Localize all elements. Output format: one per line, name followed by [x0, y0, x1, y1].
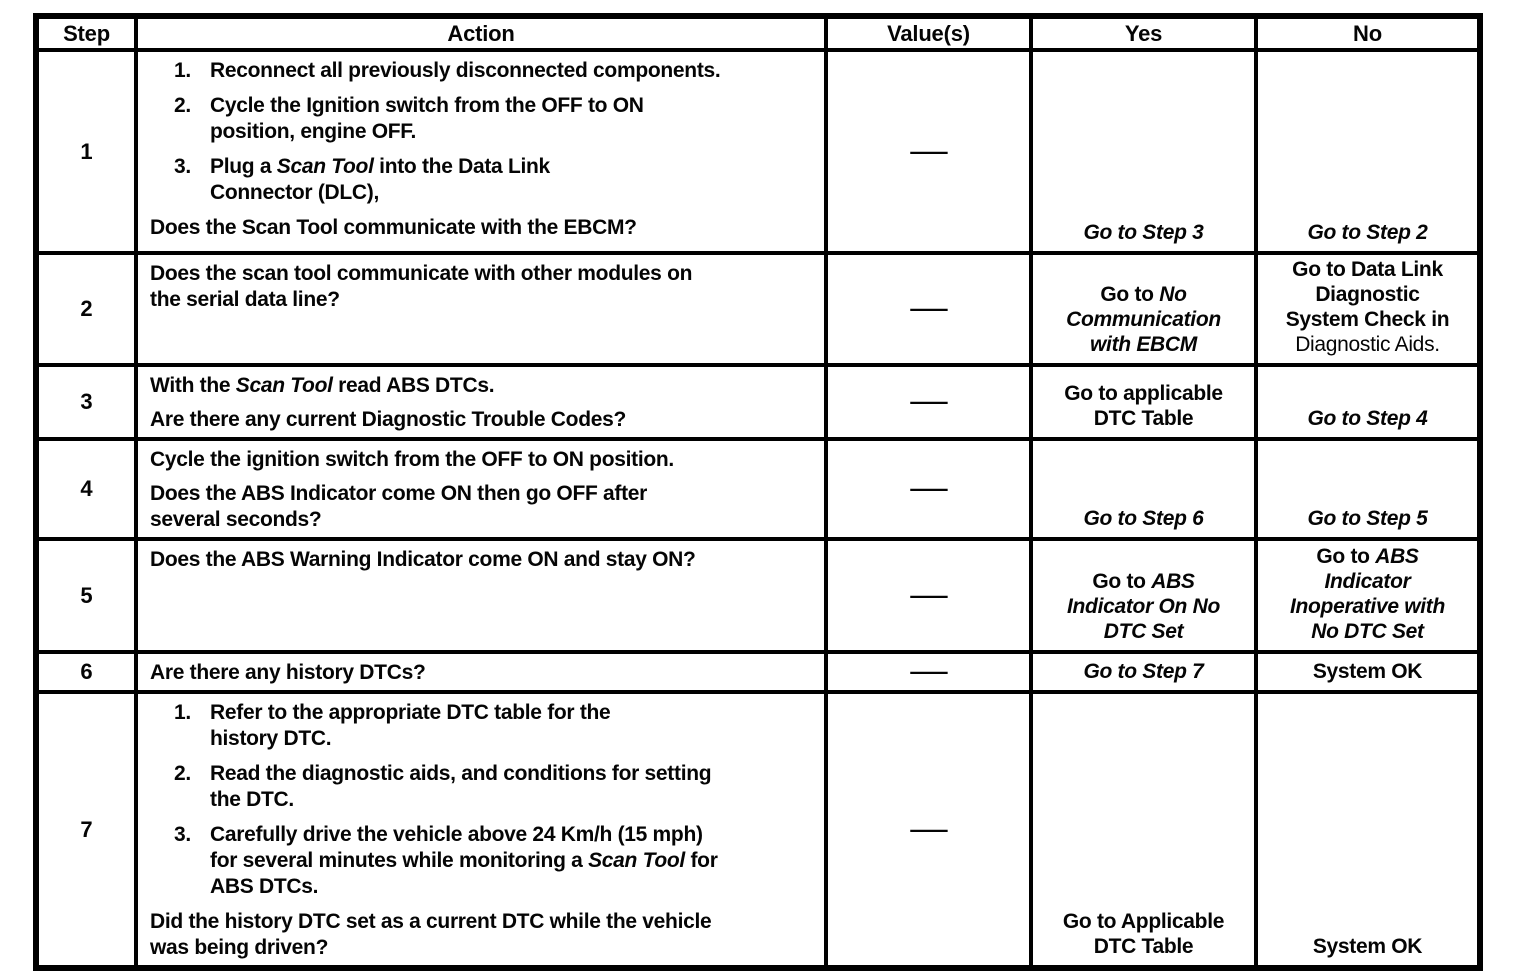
- yes-cell: Go to Step 6: [1029, 437, 1258, 541]
- value-dash: —: [909, 296, 948, 321]
- item-text: Reconnect all previously disconnected co…: [210, 59, 721, 82]
- action-cell: With the Scan Tool read ABS DTCs. Are th…: [134, 363, 828, 441]
- no-cell: System OK: [1254, 690, 1482, 970]
- item-number: 1.: [174, 59, 191, 82]
- action-item: 2. Read the diagnostic aids, and conditi…: [150, 761, 816, 813]
- value-cell: —: [824, 251, 1033, 367]
- action-paragraph: Are there any current Diagnostic Trouble…: [150, 408, 627, 431]
- action-paragraph: With the Scan Tool read ABS DTCs.: [150, 374, 495, 397]
- value-cell: —: [824, 690, 1033, 970]
- action-cell: Cycle the ignition switch from the OFF t…: [134, 437, 828, 541]
- value-dash: —: [909, 476, 948, 501]
- value-cell: —: [824, 650, 1033, 694]
- item-number: 1.: [174, 701, 191, 724]
- no-cell: Go to Step 4: [1254, 363, 1482, 441]
- action-question: Did the history DTC set as a current DTC…: [150, 910, 712, 959]
- header-row: Step Action Value(s) Yes No: [34, 14, 1482, 52]
- value-dash: —: [909, 659, 948, 684]
- action-cell: 1. Refer to the appropriate DTC table fo…: [134, 690, 828, 970]
- table-row: 6 Are there any history DTCs? — Go to St…: [34, 650, 1482, 694]
- step-cell: 6: [34, 650, 138, 694]
- value-dash: —: [909, 138, 948, 164]
- item-text: Refer to the appropriate DTC table for t…: [210, 701, 611, 750]
- item-number: 2.: [174, 762, 191, 785]
- item-text: Carefully drive the vehicle above 24 Km/…: [210, 823, 718, 898]
- item-number: 2.: [174, 94, 191, 117]
- value-dash: —: [909, 389, 948, 414]
- action-cell: Does the scan tool communicate with othe…: [134, 251, 828, 367]
- value-dash: —: [909, 816, 948, 842]
- item-number: 3.: [174, 823, 191, 846]
- step-cell: 4: [34, 437, 138, 541]
- action-paragraph: Cycle the ignition switch from the OFF t…: [150, 448, 674, 471]
- step-cell: 1: [34, 48, 138, 255]
- action-paragraph: Does the scan tool communicate with othe…: [150, 262, 693, 311]
- value-cell: —: [824, 437, 1033, 541]
- step-cell: 3: [34, 363, 138, 441]
- step-cell: 7: [34, 690, 138, 970]
- yes-cell: Go to Step 3: [1029, 48, 1258, 255]
- no-cell: Go to Step 2: [1254, 48, 1482, 255]
- action-item: 3. Carefully drive the vehicle above 24 …: [150, 822, 816, 900]
- action-item: 1. Refer to the appropriate DTC table fo…: [150, 700, 816, 752]
- no-cell: Go to Step 5: [1254, 437, 1482, 541]
- item-text: Read the diagnostic aids, and conditions…: [210, 762, 712, 811]
- item-number: 3.: [174, 155, 191, 178]
- action-paragraph: Are there any history DTCs?: [150, 661, 426, 684]
- table-row: 3 With the Scan Tool read ABS DTCs. Are …: [34, 363, 1482, 441]
- header-step: Step: [34, 14, 138, 52]
- value-dash: —: [909, 582, 948, 608]
- no-cell: System OK: [1254, 650, 1482, 694]
- step-cell: 2: [34, 251, 138, 367]
- action-question: Does the Scan Tool communicate with the …: [150, 216, 637, 239]
- value-cell: —: [824, 48, 1033, 255]
- action-paragraph: Does the ABS Indicator come ON then go O…: [150, 482, 648, 531]
- action-paragraph: Does the ABS Warning Indicator come ON a…: [150, 548, 696, 571]
- table-row: 2 Does the scan tool communicate with ot…: [34, 251, 1482, 367]
- header-no: No: [1254, 14, 1482, 52]
- action-item: 2. Cycle the Ignition switch from the OF…: [150, 93, 816, 145]
- item-text: Cycle the Ignition switch from the OFF t…: [210, 94, 644, 143]
- step-cell: 5: [34, 537, 138, 654]
- table-row: 1 1. Reconnect all previously disconnect…: [34, 48, 1482, 255]
- table-row: 7 1. Refer to the appropriate DTC table …: [34, 690, 1482, 970]
- header-action: Action: [134, 14, 828, 52]
- value-cell: —: [824, 363, 1033, 441]
- table-row: 4 Cycle the ignition switch from the OFF…: [34, 437, 1482, 541]
- action-cell: Does the ABS Warning Indicator come ON a…: [134, 537, 828, 654]
- action-cell: 1. Reconnect all previously disconnected…: [134, 48, 828, 255]
- table-row: 5 Does the ABS Warning Indicator come ON…: [34, 537, 1482, 654]
- header-yes: Yes: [1029, 14, 1258, 52]
- diagnostic-table: Step Action Value(s) Yes No 1 1. Reconne…: [33, 13, 1483, 971]
- action-cell: Are there any history DTCs?: [134, 650, 828, 694]
- action-item: 1. Reconnect all previously disconnected…: [150, 58, 816, 84]
- header-values: Value(s): [824, 14, 1033, 52]
- value-cell: —: [824, 537, 1033, 654]
- yes-cell: Go to Step 7: [1029, 650, 1258, 694]
